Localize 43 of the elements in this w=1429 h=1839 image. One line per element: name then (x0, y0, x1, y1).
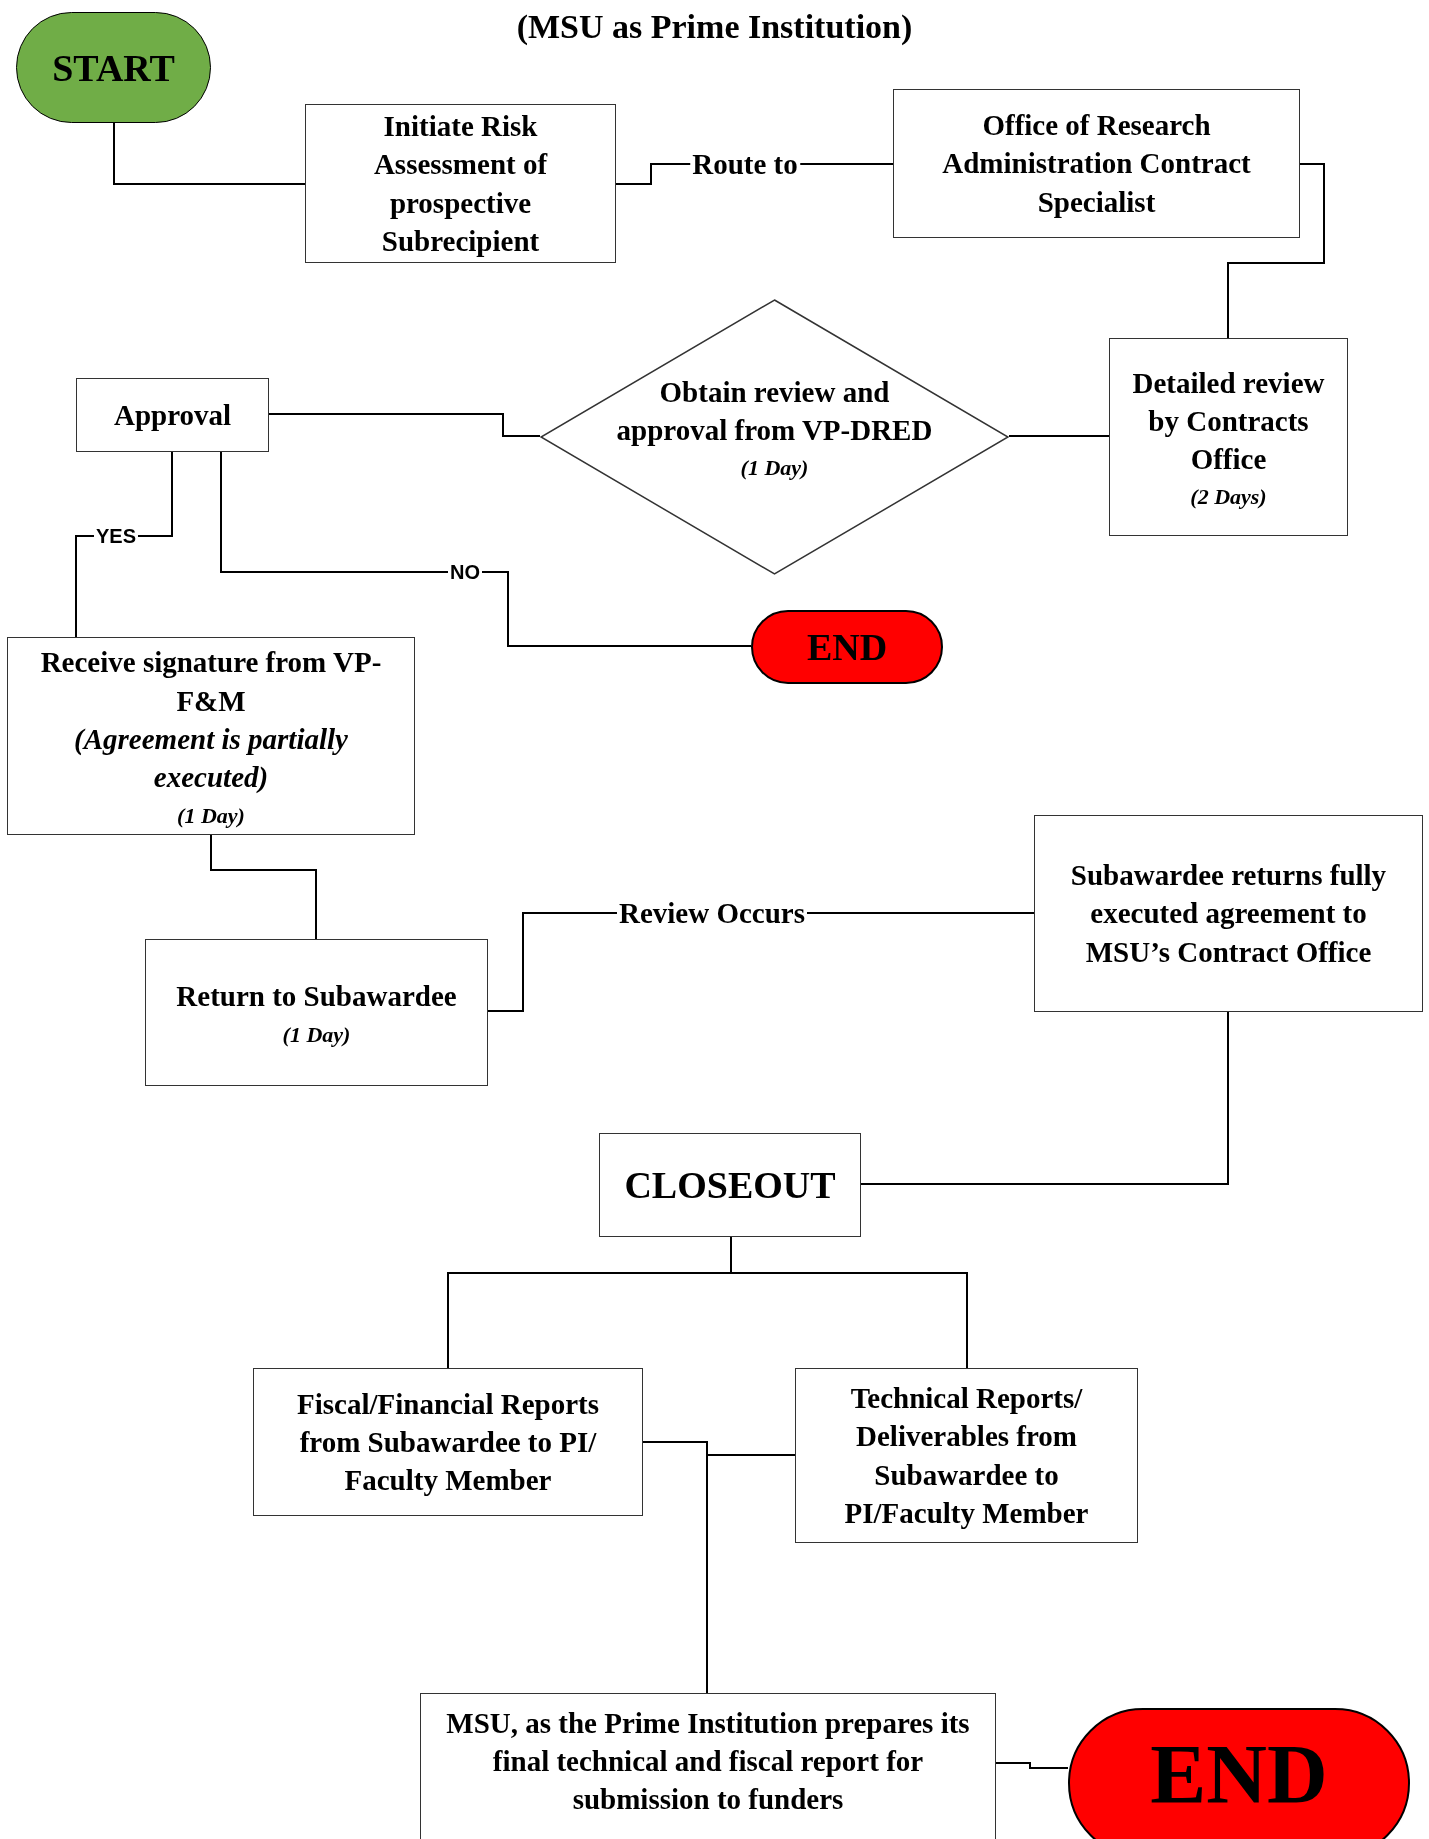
process-box (1034, 815, 1423, 1012)
process-box (253, 1368, 643, 1516)
duration-text: (2 Days) (1190, 484, 1267, 511)
node-text: Technical Reports/ Deliverables from Subawardee to PI/Faculty Member (843, 1380, 1090, 1531)
process-box (305, 104, 616, 263)
connector (706, 1454, 796, 1694)
node-text: Receive signature from VP-F&M (39, 645, 383, 719)
duration-text: (1 Day) (177, 802, 245, 829)
connector (268, 413, 541, 437)
process-box (145, 939, 488, 1086)
duration-text: (1 Day) (282, 1021, 351, 1048)
node-text: MSU, as the Prime Institution prepares its final technical and fiscal report for submission to funders (445, 1705, 971, 1818)
connector (220, 451, 752, 647)
node-text: Detailed review by Contracts Office (1131, 365, 1326, 478)
process-box (7, 637, 415, 835)
connector (1227, 163, 1325, 339)
process-box (76, 378, 269, 452)
node-text: Fiscal/Financial Reports from Subawardee to PI/ Faculty Member (295, 1386, 601, 1499)
node-text: Initiate Risk Assessment of prospective Subrecipient (372, 108, 549, 259)
process-box (1109, 338, 1348, 536)
connector (1008, 435, 1110, 437)
duration-text: (1 Day) (740, 455, 809, 482)
node-text: (Agreement is partially executed) (73, 722, 349, 796)
node-text: Obtain review and approval from VP-DRED (615, 374, 934, 448)
connector (210, 834, 317, 940)
decision-diamond (540, 299, 1009, 575)
connector (113, 122, 306, 185)
connector (860, 1011, 1229, 1185)
process-box (893, 89, 1300, 238)
node-text: Office of Research Administration Contract Specialist (941, 108, 1252, 220)
node-text: START (52, 45, 175, 90)
connector (995, 1762, 1069, 1769)
node-text: END (806, 625, 888, 669)
node-text: Subawardee returns fully executed agreement to MSU’s Contract Office (1069, 858, 1388, 970)
node-text: END (1150, 1733, 1328, 1817)
process-box (599, 1133, 861, 1237)
connector (730, 1236, 968, 1369)
diagram-title: (MSU as Prime Institution) (515, 8, 914, 46)
node-text: Approval (113, 397, 232, 433)
process-box (795, 1368, 1138, 1543)
process-box (420, 1693, 996, 1839)
node-text: Return to Subawardee (176, 979, 457, 1015)
node-text: CLOSEOUT (624, 1163, 836, 1207)
